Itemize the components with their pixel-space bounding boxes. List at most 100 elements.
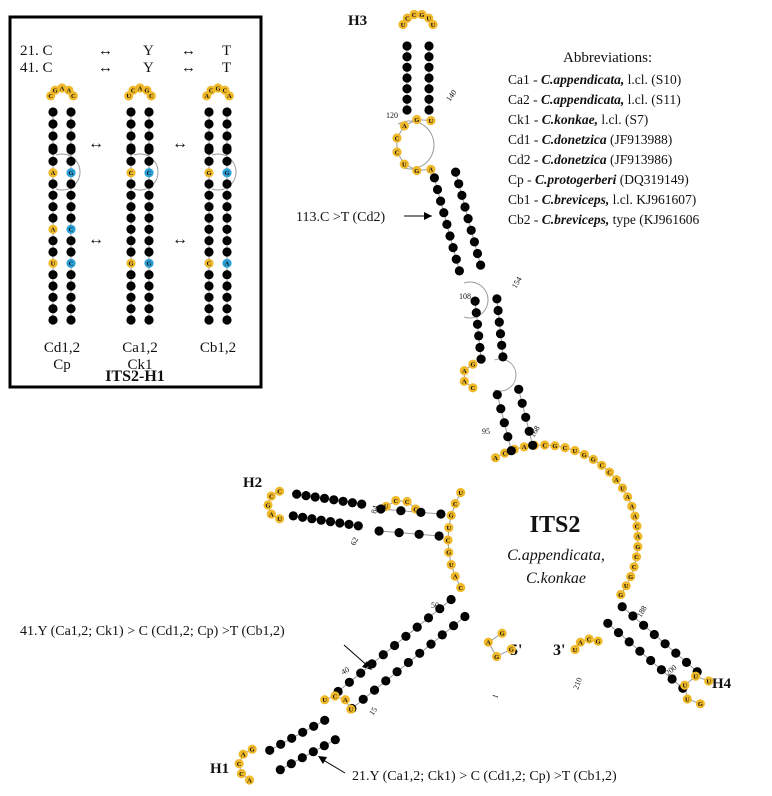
svg-text:A: A — [51, 227, 56, 234]
unpaired-nucleotide: A — [613, 628, 624, 638]
svg-text:A: A — [347, 522, 352, 529]
unpaired-nucleotide: A — [238, 749, 248, 759]
unpaired-nucleotide: C — [603, 618, 613, 628]
unpaired-nucleotide: U — [704, 676, 714, 686]
unpaired-nucleotide: U — [444, 523, 454, 533]
unpaired-nucleotide: U — [287, 733, 297, 743]
unpaired-nucleotide: A — [445, 231, 455, 241]
unpaired-nucleotide: U — [316, 515, 326, 525]
svg-text:C: C — [454, 257, 459, 264]
svg-text:U: U — [446, 525, 451, 532]
unpaired-nucleotide: A — [524, 426, 534, 436]
unpaired-nucleotide: C — [204, 281, 214, 291]
unpaired-nucleotide: A — [135, 83, 145, 93]
svg-text:A: A — [495, 296, 500, 303]
svg-text:A: A — [225, 204, 230, 211]
helix-label-h1: H1 — [210, 761, 229, 777]
abbreviation-item: Cb1 - C.breviceps, l.cl. KJ961607) — [508, 192, 696, 207]
unpaired-nucleotide: G — [626, 571, 636, 582]
svg-text:A: A — [269, 511, 274, 518]
inset-row1-arrow1: ↔ — [98, 43, 113, 59]
abbreviations-heading: Abbreviations: — [563, 50, 652, 66]
svg-text:C: C — [502, 450, 507, 457]
svg-text:G: G — [128, 147, 133, 154]
unpaired-nucleotide: U — [470, 296, 480, 306]
svg-text:A: A — [429, 167, 434, 174]
unpaired-nucleotide: A — [66, 315, 76, 325]
unpaired-nucleotide: C — [48, 179, 58, 189]
svg-text:G: G — [404, 86, 409, 93]
svg-text:C: C — [635, 523, 640, 530]
unpaired-nucleotide: G — [126, 258, 136, 268]
unpaired-nucleotide: U — [126, 156, 136, 166]
svg-text:A: A — [69, 109, 74, 116]
unpaired-nucleotide: A — [57, 83, 67, 93]
unpaired-nucleotide: A — [288, 511, 298, 521]
unpaired-nucleotide: C — [604, 467, 615, 477]
svg-text:C: C — [599, 463, 604, 470]
inset-label-ck: Ck1 — [127, 357, 152, 373]
unpaired-nucleotide: A — [66, 247, 76, 257]
svg-text:C: C — [277, 489, 282, 496]
svg-text:A: A — [341, 499, 346, 506]
unpaired-nucleotide: A — [222, 131, 232, 141]
svg-text:C: C — [225, 249, 230, 256]
unpaired-nucleotide: A — [338, 496, 348, 506]
svg-text:G: G — [278, 742, 283, 749]
unpaired-nucleotide: A — [611, 475, 622, 485]
unpaired-nucleotide: A — [48, 156, 58, 166]
unpaired-nucleotide: G — [514, 384, 524, 394]
unpaired-nucleotide: U — [358, 694, 368, 704]
svg-text:A: A — [633, 513, 638, 520]
svg-text:C: C — [333, 693, 338, 700]
unpaired-nucleotide: C — [475, 342, 485, 353]
unpaired-nucleotide: A — [356, 668, 366, 678]
inset-label-cd: Cd1,2 — [44, 340, 80, 356]
svg-text:G: G — [432, 175, 437, 182]
inset-title: ITS2-H1 — [105, 368, 165, 385]
unpaired-nucleotide: C — [126, 179, 136, 189]
svg-text:A: A — [147, 204, 152, 211]
unpaired-nucleotide: G — [402, 52, 412, 62]
unpaired-nucleotide: G — [353, 521, 363, 531]
unpaired-nucleotide: A — [424, 62, 434, 72]
svg-text:G: G — [470, 362, 475, 369]
svg-text:U: U — [402, 161, 407, 168]
unpaired-nucleotide: A — [126, 119, 136, 129]
svg-text:C: C — [631, 613, 636, 620]
svg-text:U: U — [207, 181, 212, 188]
svg-text:U: U — [431, 22, 436, 29]
unpaired-nucleotide: G — [635, 646, 645, 656]
svg-text:A: A — [377, 528, 382, 535]
svg-text:U: U — [684, 660, 689, 667]
svg-text:C: C — [149, 93, 154, 100]
unpaired-nucleotide: A — [448, 243, 458, 253]
unpaired-nucleotide: G — [550, 441, 560, 451]
svg-text:C: C — [453, 501, 458, 508]
unpaired-nucleotide: G — [528, 440, 538, 450]
svg-text:C: C — [405, 499, 410, 506]
svg-text:U: U — [693, 674, 698, 681]
unpaired-nucleotide: U — [204, 179, 214, 189]
svg-text:G: G — [146, 306, 151, 313]
position-label-154: 154 — [510, 275, 524, 290]
svg-text:G: G — [128, 272, 133, 279]
svg-text:C: C — [404, 634, 409, 641]
svg-text:U: U — [147, 249, 152, 256]
svg-text:G: G — [417, 532, 422, 539]
svg-text:U: U — [277, 516, 282, 523]
unpaired-nucleotide: C — [266, 491, 276, 501]
unpaired-nucleotide: U — [426, 116, 436, 126]
unpaired-nucleotide: A — [319, 741, 329, 751]
unpaired-nucleotide: C — [204, 258, 214, 268]
svg-text:A: A — [527, 429, 532, 436]
svg-text:U: U — [147, 181, 152, 188]
unpaired-nucleotide: G — [48, 107, 58, 117]
svg-text:C: C — [69, 261, 74, 268]
svg-text:U: U — [129, 109, 134, 116]
svg-text:A: A — [225, 181, 230, 188]
unpaired-nucleotide: U — [320, 695, 330, 705]
unpaired-nucleotide: A — [204, 292, 214, 302]
unpaired-nucleotide: A — [222, 190, 232, 200]
unpaired-nucleotide: C — [222, 247, 232, 257]
